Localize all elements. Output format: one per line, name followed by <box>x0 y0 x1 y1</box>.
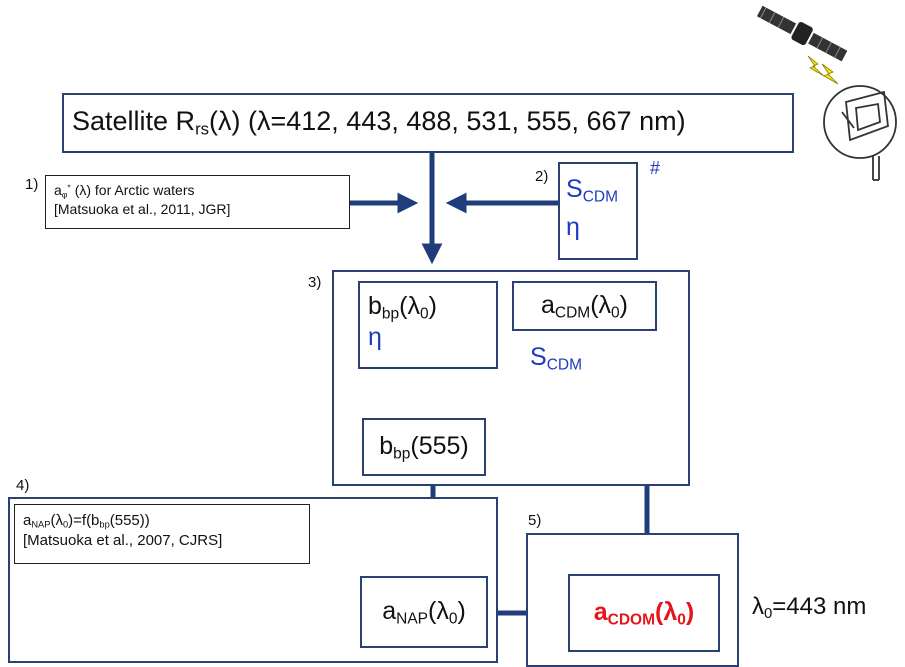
step1-ref: [Matsuoka et al., 2011, JGR] <box>54 201 231 217</box>
acdm-sub: CDM <box>554 304 591 322</box>
step4-b-sub: bp <box>99 519 110 530</box>
bbp-zero: 0 <box>419 305 429 323</box>
acdm-a: a <box>541 291 555 319</box>
step4-a-sub: NAP <box>31 519 51 530</box>
bbp-555-box: bbp(555) <box>362 418 486 476</box>
satellite-label-prefix: Satellite R <box>72 106 196 136</box>
step4-end: (555)) <box>109 512 150 529</box>
bbp-sub: bp <box>381 305 400 323</box>
anap-end: ) <box>457 597 466 625</box>
acdom-lambda0-box: aCDOM(λ0) <box>568 574 720 652</box>
step2-s-sub: CDM <box>582 188 618 206</box>
acdm-mid: (λ <box>590 291 612 319</box>
bbp-lambda0-box: bbp(λ0) η <box>358 281 498 369</box>
step2-eta: η <box>566 213 580 241</box>
acdom-sub: CDOM <box>607 611 656 629</box>
b555-sub: bp <box>393 445 411 463</box>
step5-number: 5) <box>528 512 542 529</box>
acdom-a: a <box>593 598 608 626</box>
lambda-note-l: λ <box>752 593 764 620</box>
satellite-rrs-box: Satellite Rrs(λ) (λ=412, 443, 488, 531, … <box>62 93 794 153</box>
anap-lambda0-box: aNAP(λ0) <box>360 576 488 648</box>
step4-zero: 0 <box>62 519 69 530</box>
lambda-note-rest: =443 nm <box>772 593 867 620</box>
anap-sub: NAP <box>396 610 428 628</box>
step4-number: 4) <box>16 477 30 494</box>
anap-a: a <box>382 597 397 625</box>
anap-mid: (λ <box>428 597 449 625</box>
step1-text: (λ) for Arctic waters <box>74 182 195 198</box>
satellite-icon <box>756 5 897 181</box>
acdm-lambda0-box: aCDM(λ0) <box>512 281 657 331</box>
bbp-end: ) <box>428 292 437 320</box>
lambda0-note: λ0=443 nm <box>752 592 866 622</box>
acdom-zero: 0 <box>677 611 686 629</box>
step3-scdm: SCDM <box>530 342 582 374</box>
acdom-end: ) <box>685 598 695 626</box>
step4-ref: [Matsuoka et al., 2007, CJRS] <box>23 532 223 549</box>
bbp-b: b <box>368 292 382 320</box>
step1-a-sub: φ <box>61 189 68 200</box>
step1-number: 1) <box>25 176 39 193</box>
step2-hash: # <box>650 158 661 178</box>
anap-zero: 0 <box>448 610 458 628</box>
step1-a: a <box>54 182 62 198</box>
scdm-s: S <box>530 343 547 371</box>
acdom-mid: (λ <box>655 598 678 626</box>
b555-b: b <box>379 432 394 460</box>
step2-number: 2) <box>535 168 549 185</box>
step1-a-sup: * <box>67 182 71 193</box>
acdm-zero: 0 <box>611 304 620 322</box>
satellite-label-suffix: (λ) (λ=412, 443, 488, 531, 555, 667 nm) <box>209 106 686 136</box>
lambda-note-zero: 0 <box>764 606 773 623</box>
scdm-sub: CDM <box>546 356 582 374</box>
step4-a: a <box>23 512 32 529</box>
step3-eta: η <box>368 323 382 351</box>
step2-s: S <box>566 175 583 203</box>
bbp-mid: (λ <box>399 292 420 320</box>
step2-box: SCDM η <box>558 162 638 260</box>
step4-formula-box: aNAP(λ0)=f(bbp(555)) [Matsuoka et al., 2… <box>14 504 310 564</box>
b555-end: (555) <box>410 432 469 460</box>
sensor-icon <box>823 85 897 181</box>
acdm-end: ) <box>619 291 628 319</box>
step4-mid2: )=f(b <box>68 512 100 529</box>
step4-mid1: (λ <box>50 512 63 529</box>
step3-number: 3) <box>308 274 322 291</box>
step1-box: aφ* (λ) for Arctic waters [Matsuoka et a… <box>45 175 350 229</box>
satellite-label-sub: rs <box>195 119 210 139</box>
